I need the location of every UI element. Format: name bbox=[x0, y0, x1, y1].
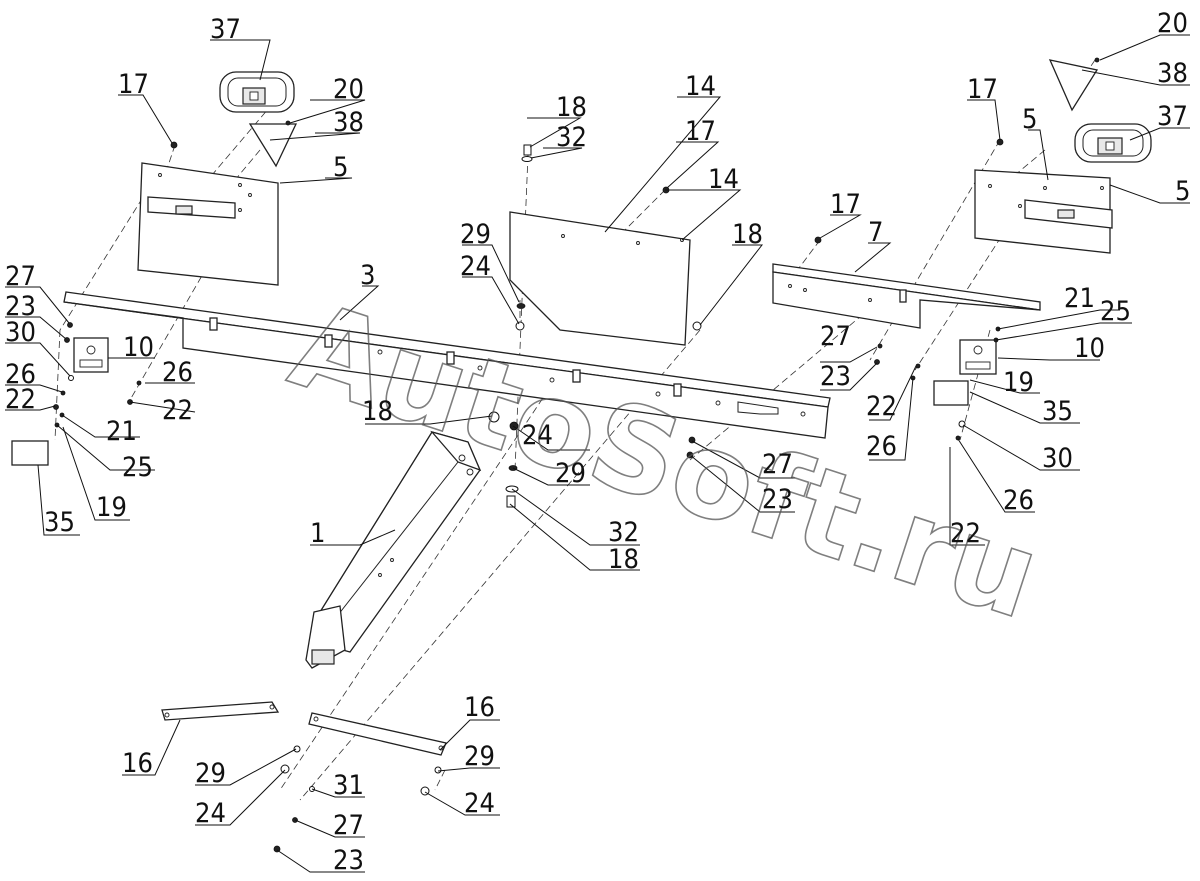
right-angle-bracket bbox=[772, 263, 1041, 329]
callout-31: 31 bbox=[333, 770, 364, 801]
callout-23-bottom: 23 bbox=[333, 845, 364, 876]
callout-17-left: 17 bbox=[118, 69, 149, 100]
callout-17-far-right: 17 bbox=[967, 74, 998, 105]
callout-18-center: 18 bbox=[362, 396, 393, 427]
left-bracket-plate bbox=[73, 337, 109, 373]
callout-17-right: 17 bbox=[830, 189, 861, 220]
callout-24-bl: 24 bbox=[195, 798, 226, 829]
callout-26-left-b: 26 bbox=[162, 357, 193, 388]
callout-7: 7 bbox=[868, 217, 883, 248]
center-plate bbox=[509, 211, 691, 346]
callout-23-right: 23 bbox=[820, 361, 851, 392]
right-side-reflector bbox=[933, 380, 969, 406]
callout-10-right: 10 bbox=[1074, 333, 1105, 364]
leader-lines bbox=[5, 34, 1190, 873]
callout-1: 1 bbox=[310, 518, 325, 549]
right-lamp bbox=[1074, 123, 1152, 163]
left-link bbox=[161, 701, 280, 721]
callout-27-right: 27 bbox=[820, 321, 851, 352]
callout-35-left: 35 bbox=[44, 507, 75, 538]
callout-24-br: 24 bbox=[464, 788, 495, 819]
callout-22-left-b: 22 bbox=[162, 395, 193, 426]
left-side-reflector bbox=[11, 440, 49, 466]
callout-21-right: 21 bbox=[1064, 283, 1095, 314]
callout-32-top: 32 bbox=[556, 122, 587, 153]
callout-30-left: 30 bbox=[5, 317, 36, 348]
callout-18-top: 18 bbox=[556, 92, 587, 123]
callout-32-center: 32 bbox=[608, 517, 639, 548]
right-bracket-plate bbox=[959, 339, 997, 375]
callout-5-left: 5 bbox=[333, 152, 348, 183]
right-reflector-triangle bbox=[1048, 59, 1099, 112]
left-reflector-triangle bbox=[248, 123, 298, 168]
callout-37-right: 37 bbox=[1157, 101, 1188, 132]
callout-14-a: 14 bbox=[685, 71, 716, 102]
callout-35-right: 35 bbox=[1042, 396, 1073, 427]
main-cross-beam bbox=[63, 291, 831, 439]
callout-21-left: 21 bbox=[106, 416, 137, 447]
callout-14-b: 14 bbox=[708, 164, 739, 195]
callout-3: 3 bbox=[360, 260, 375, 291]
callout-26-right-a: 26 bbox=[866, 431, 897, 462]
tow-arm bbox=[305, 430, 482, 669]
callout-29-br: 29 bbox=[464, 741, 495, 772]
callout-24-top: 24 bbox=[460, 251, 491, 282]
callout-26-right-b: 26 bbox=[1003, 485, 1034, 516]
callout-18-bottom: 18 bbox=[608, 544, 639, 575]
callout-27-bottom: 27 bbox=[333, 810, 364, 841]
callout-5-right-a: 5 bbox=[1022, 104, 1037, 135]
callout-20-left: 20 bbox=[333, 74, 364, 105]
callout-22-left-a: 22 bbox=[5, 384, 36, 415]
callout-22-right-b: 22 bbox=[950, 518, 981, 549]
callout-27-mid: 27 bbox=[762, 449, 793, 480]
callout-25-left: 25 bbox=[122, 452, 153, 483]
callout-23-left: 23 bbox=[5, 291, 36, 322]
callout-26-left-a: 26 bbox=[5, 359, 36, 390]
callout-37-left: 37 bbox=[210, 14, 241, 45]
callout-10-left: 10 bbox=[123, 332, 154, 363]
callout-29-bl: 29 bbox=[195, 758, 226, 789]
left-mounting-plate bbox=[137, 162, 279, 286]
right-mounting-plate bbox=[974, 169, 1113, 254]
callout-38-right: 38 bbox=[1157, 58, 1188, 89]
callout-23-mid: 23 bbox=[762, 484, 793, 515]
callout-labels: 37 17 20 38 5 18 32 14 17 14 29 24 18 17… bbox=[5, 8, 1190, 876]
callout-5-right-b: 5 bbox=[1175, 176, 1190, 207]
right-link bbox=[308, 712, 447, 756]
callout-19-left: 19 bbox=[96, 492, 127, 523]
callout-16-right: 16 bbox=[464, 692, 495, 723]
callout-17-center: 17 bbox=[685, 116, 716, 147]
callout-27-left: 27 bbox=[5, 261, 36, 292]
callout-24-center: 24 bbox=[522, 420, 553, 451]
callout-38-left: 38 bbox=[333, 107, 364, 138]
left-lamp bbox=[219, 71, 295, 113]
callout-29-top: 29 bbox=[460, 219, 491, 250]
callout-18-right: 18 bbox=[732, 219, 763, 250]
callout-19-right: 19 bbox=[1003, 367, 1034, 398]
callout-20-right: 20 bbox=[1157, 8, 1188, 39]
callout-30-right: 30 bbox=[1042, 443, 1073, 474]
callout-22-right-a: 22 bbox=[866, 391, 897, 422]
callout-25-right: 25 bbox=[1100, 296, 1131, 327]
callout-16-left: 16 bbox=[122, 748, 153, 779]
callout-29-center: 29 bbox=[555, 458, 586, 489]
